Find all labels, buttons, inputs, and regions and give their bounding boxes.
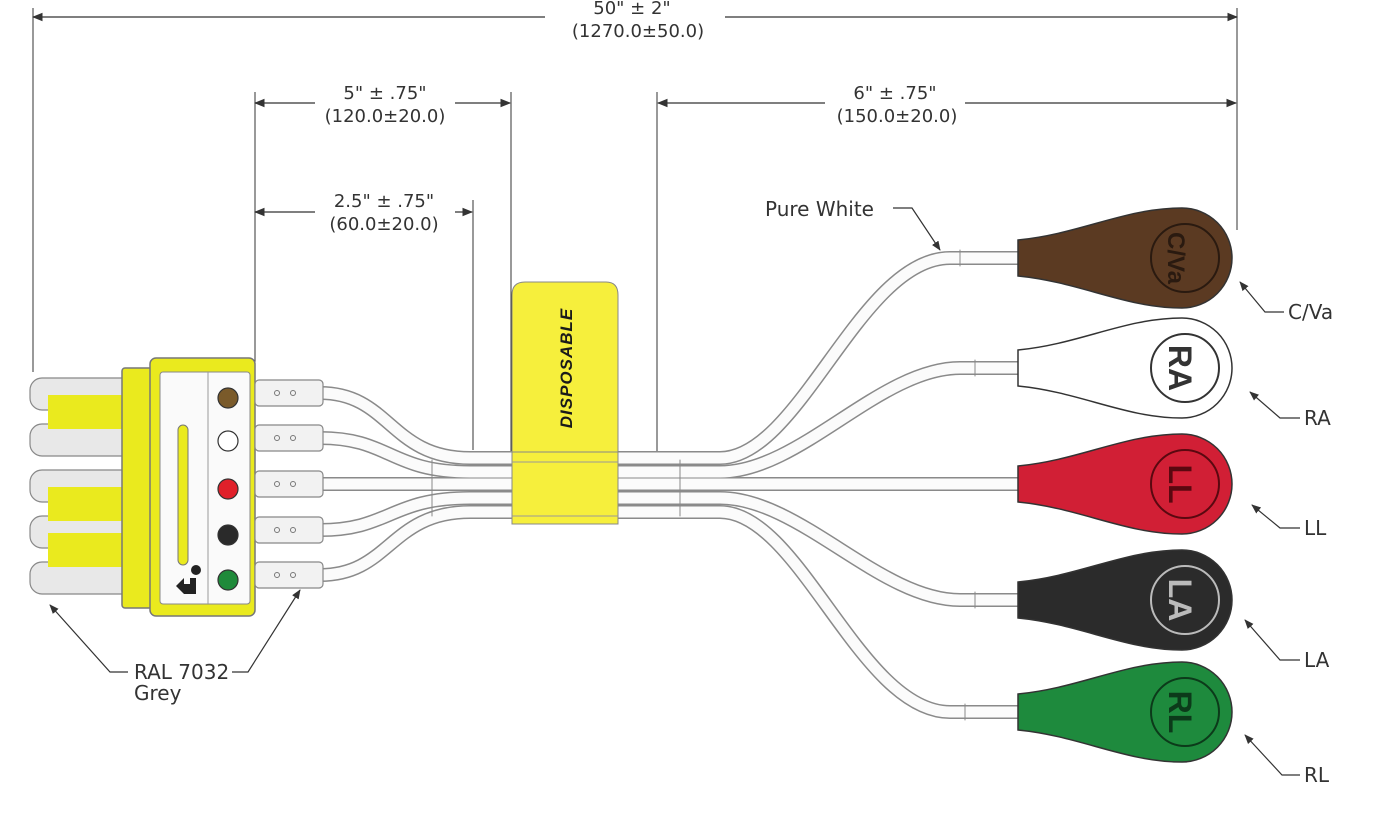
label-to-snap-value: 6" ± .75" (853, 83, 936, 104)
green-dot (217, 569, 239, 591)
callout-c-va: C/Va (1288, 300, 1333, 324)
snap-label-la: LA (1162, 579, 1198, 622)
overall-length-value: 50" ± 2" (593, 0, 670, 19)
disposable-label-text: DISPOSABLE (557, 308, 576, 429)
snap-lead-rl: RL (1017, 661, 1233, 763)
callout-rl: RL (1304, 763, 1330, 787)
snap-lead-ra: RA (1017, 317, 1233, 419)
clip-to-split-value: 2.5" ± .75" (334, 191, 434, 212)
snap-label-ra: RA (1162, 345, 1198, 391)
label-to-snap-dimension: 6" ± .75" (150.0±20.0) (656, 83, 1238, 452)
connector-pins-left (29, 377, 141, 595)
connector-color-note-line1: RAL 7032 (134, 660, 229, 684)
label-to-snap-metric: (150.0±20.0) (837, 106, 958, 127)
lead-cables (313, 249, 1027, 721)
snap-label-c-va: C/Va (1162, 232, 1189, 285)
overall-length-dimension: 50" ± 2" (1270.0±50.0) (31, 0, 1239, 372)
black-dot (217, 524, 239, 546)
lead-callouts: C/Va RA LL LA RL (1239, 281, 1333, 787)
snap-lead-la: LA (1017, 549, 1233, 651)
snap-lead-c-va: C/Va (1017, 207, 1233, 309)
clip-to-label-dimension: 5" ± .75" (120.0±20.0) (253, 83, 512, 452)
overall-length-metric: (1270.0±50.0) (572, 21, 704, 42)
cable-color-note: Pure White (765, 197, 874, 221)
clip-to-split-dimension: 2.5" ± .75" (60.0±20.0) (253, 191, 474, 450)
callout-ll: LL (1304, 516, 1327, 540)
white-dot (217, 430, 239, 452)
snap-lead-ll: LL (1017, 433, 1233, 535)
user-direction-icon (176, 565, 201, 594)
red-dot (217, 478, 239, 500)
cable-color-callout: Pure White (765, 197, 941, 251)
callout-la: LA (1304, 648, 1330, 672)
brown-dot (217, 387, 239, 409)
connector-color-callout: RAL 7032 Grey (49, 589, 301, 705)
callout-ra: RA (1304, 406, 1331, 430)
clip-to-label-metric: (120.0±20.0) (325, 106, 446, 127)
snap-label-ll: LL (1162, 464, 1198, 503)
snap-label-rl: RL (1162, 691, 1198, 734)
trunk-connector (29, 357, 324, 617)
clip-to-split-metric: (60.0±20.0) (329, 214, 438, 235)
connector-sockets-right (254, 379, 324, 589)
disposable-label-band: DISPOSABLE (511, 281, 619, 525)
connector-color-note-line2: Grey (134, 681, 182, 705)
clip-to-label-value: 5" ± .75" (343, 83, 426, 104)
